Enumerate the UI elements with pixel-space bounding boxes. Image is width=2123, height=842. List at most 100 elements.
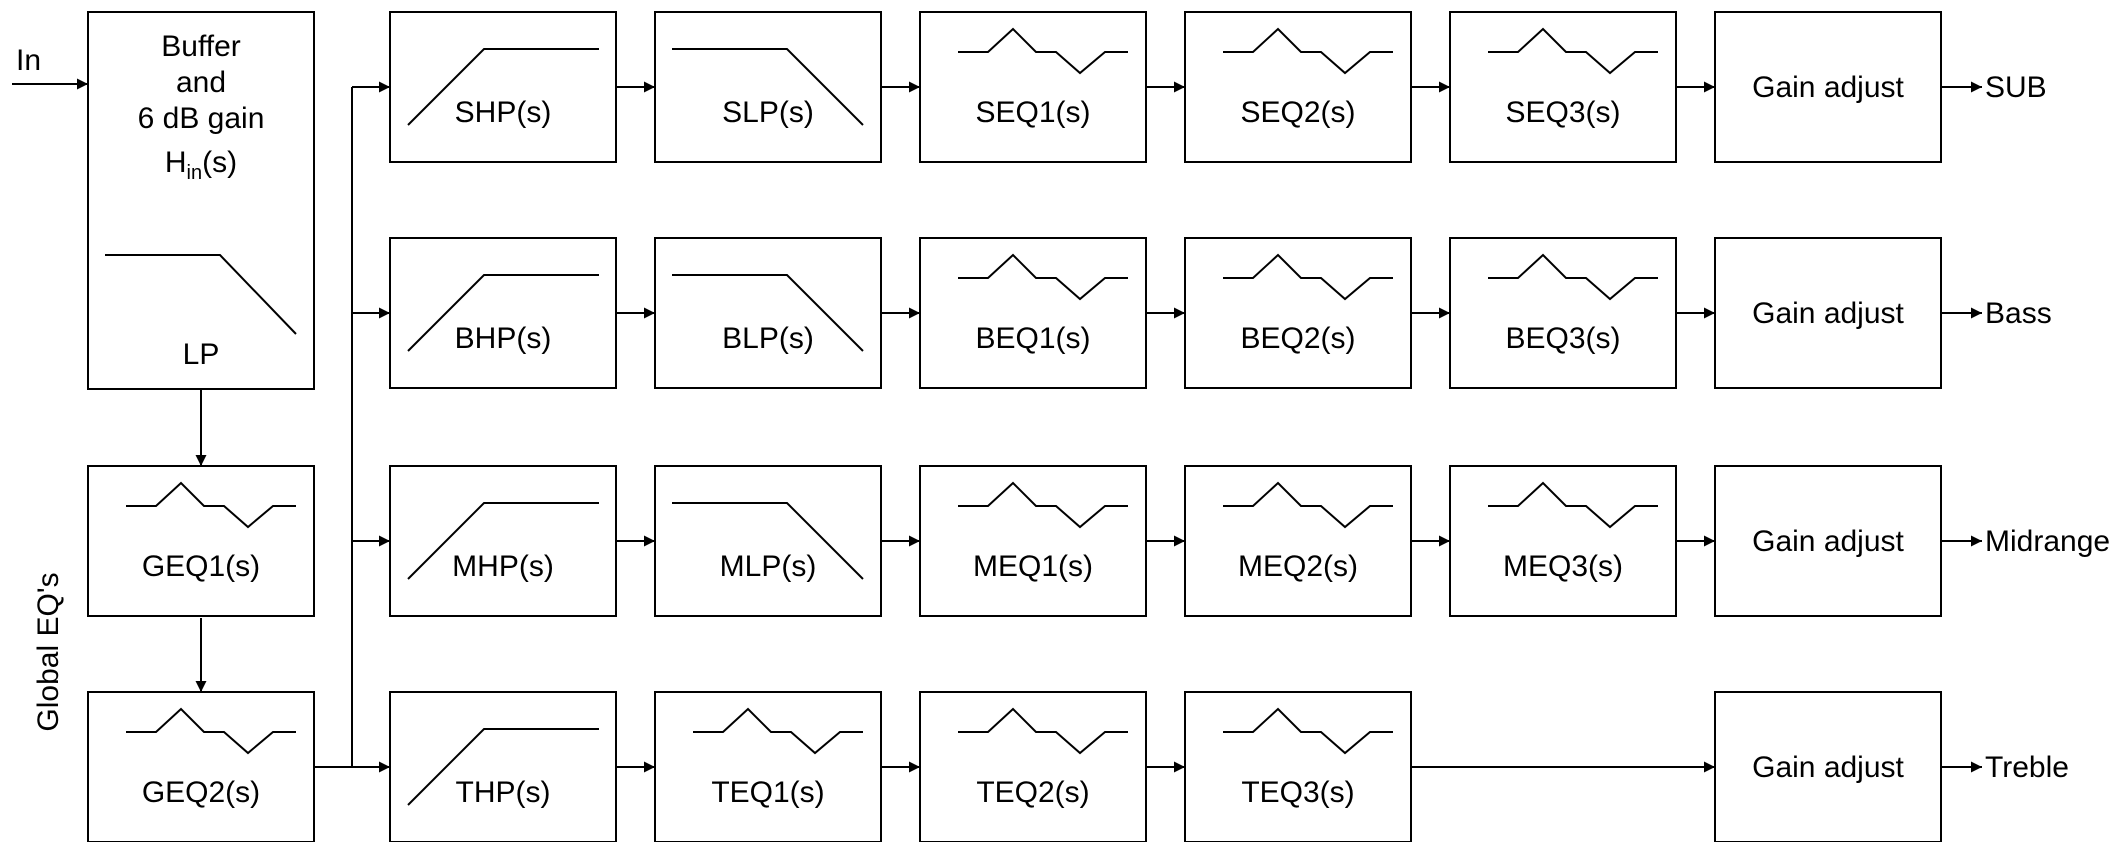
global-eq-group: GEQ1(s)GEQ2(s): [87, 465, 315, 842]
beq2-s-block: BEQ2(s): [1184, 237, 1412, 389]
block-frame: [87, 465, 315, 617]
highpass-response-icon: [407, 48, 599, 126]
channel-row-bass: BHP(s) BLP(s) BEQ1(s) BEQ2(s) BEQ3(s) Gain ad…: [352, 237, 2052, 389]
output-label-treble: Treble: [1985, 751, 2069, 784]
input-stage-line-1: Buffer: [161, 30, 241, 63]
block-frame: [919, 691, 1147, 842]
transfer-suffix: (s): [202, 146, 237, 179]
eq-response-icon: [126, 481, 296, 529]
block-frame: [87, 691, 315, 842]
block-label: TEQ2(s): [976, 776, 1089, 809]
block-label: SEQ2(s): [1240, 96, 1355, 129]
thp-s-block: THP(s): [389, 691, 617, 842]
bhp-s-block: BHP(s): [389, 237, 617, 389]
block-frame: [1714, 11, 1942, 163]
block-label: BEQ2(s): [1240, 322, 1355, 355]
teq3-s-block: TEQ3(s): [1184, 691, 1412, 842]
teq1-s-block: TEQ1(s): [654, 691, 882, 842]
geq2-s-block: GEQ2(s): [87, 691, 315, 842]
block-frame: [1714, 465, 1942, 617]
block-label: SLP(s): [722, 96, 814, 129]
block-label: SHP(s): [455, 96, 552, 129]
eq-response-icon: [958, 253, 1128, 301]
block-frame: [1714, 691, 1942, 842]
input-stage-line-2: and: [176, 66, 226, 99]
gain-adjust-label: Gain adjust: [1752, 297, 1904, 330]
input-transfer-function: Hin(s): [165, 146, 237, 184]
block-label: GEQ2(s): [142, 776, 260, 809]
blp-s-block: BLP(s): [654, 237, 882, 389]
beq3-s-block: BEQ3(s): [1449, 237, 1677, 389]
gain-adjust-block: Gain adjust: [1714, 691, 1942, 842]
block-frame: [389, 237, 617, 389]
block-frame: [919, 237, 1147, 389]
lowpass-response-icon: [672, 502, 864, 580]
block-label: BHP(s): [455, 322, 552, 355]
eq-response-icon: [1223, 27, 1393, 75]
gain-adjust-label: Gain adjust: [1752, 71, 1904, 104]
teq2-s-block: TEQ2(s): [919, 691, 1147, 842]
meq1-s-block: MEQ1(s): [919, 465, 1147, 617]
block-frame: [1449, 465, 1677, 617]
block-frame: [1449, 11, 1677, 163]
block-label: BLP(s): [722, 322, 814, 355]
block-label: MHP(s): [452, 550, 554, 583]
input-label: In: [16, 44, 41, 77]
transfer-sub: in: [187, 162, 203, 184]
transfer-main: H: [165, 146, 187, 179]
block-label: MEQ3(s): [1503, 550, 1623, 583]
block-label: SEQ3(s): [1505, 96, 1620, 129]
output-label-midrange: Midrange: [1985, 525, 2110, 558]
block-label: MLP(s): [720, 550, 817, 583]
block-frame: [654, 237, 882, 389]
block-label: BEQ1(s): [975, 322, 1090, 355]
lowpass-response-icon: [672, 48, 864, 126]
eq-response-icon: [958, 707, 1128, 755]
input-filter-label: LP: [183, 338, 220, 371]
eq-response-icon: [1488, 253, 1658, 301]
input-stage-block: Buffer and 6 dB gain Hin(s) LP: [87, 11, 315, 390]
lowpass-response-icon: [672, 274, 864, 352]
gain-adjust-block: Gain adjust: [1714, 237, 1942, 389]
block-frame: [654, 465, 882, 617]
highpass-response-icon: [407, 728, 599, 806]
channel-rows: SHP(s) SLP(s) SEQ1(s) SEQ2(s) SEQ3(s) Gain ad…: [352, 11, 2110, 842]
block-frame: [389, 691, 617, 842]
output-label-sub: SUB: [1985, 71, 2047, 104]
seq1-s-block: SEQ1(s): [919, 11, 1147, 163]
block-frame: [1184, 691, 1412, 842]
block-frame: [1184, 237, 1412, 389]
eq-response-icon: [1488, 27, 1658, 75]
block-frame: [919, 465, 1147, 617]
channel-row-treble: THP(s) TEQ1(s) TEQ2(s) TEQ3(s) Gain adjust Tr…: [352, 691, 2069, 842]
eq-response-icon: [1223, 481, 1393, 529]
block-label: MEQ1(s): [973, 550, 1093, 583]
block-frame: [1449, 237, 1677, 389]
block-frame: [1184, 11, 1412, 163]
gain-adjust-label: Gain adjust: [1752, 525, 1904, 558]
meq2-s-block: MEQ2(s): [1184, 465, 1412, 617]
eq-response-icon: [958, 481, 1128, 529]
eq-response-icon: [958, 27, 1128, 75]
highpass-response-icon: [407, 274, 599, 352]
channel-row-sub: SHP(s) SLP(s) SEQ1(s) SEQ2(s) SEQ3(s) Gain ad…: [352, 11, 2047, 163]
block-label: TEQ1(s): [711, 776, 824, 809]
highpass-response-icon: [407, 502, 599, 580]
beq1-s-block: BEQ1(s): [919, 237, 1147, 389]
block-label: TEQ3(s): [1241, 776, 1354, 809]
block-frame: [1184, 465, 1412, 617]
seq2-s-block: SEQ2(s): [1184, 11, 1412, 163]
output-label-bass: Bass: [1985, 297, 2052, 330]
gain-adjust-block: Gain adjust: [1714, 465, 1942, 617]
gain-adjust-label: Gain adjust: [1752, 751, 1904, 784]
eq-response-icon: [693, 707, 863, 755]
seq3-s-block: SEQ3(s): [1449, 11, 1677, 163]
global-eq-side-label: Global EQ's: [32, 572, 65, 731]
block-frame: [1714, 237, 1942, 389]
block-frame: [389, 465, 617, 617]
slp-s-block: SLP(s): [654, 11, 882, 163]
block-frame: [919, 11, 1147, 163]
block-label: SEQ1(s): [975, 96, 1090, 129]
input-stage-line-3: 6 dB gain: [138, 102, 265, 135]
